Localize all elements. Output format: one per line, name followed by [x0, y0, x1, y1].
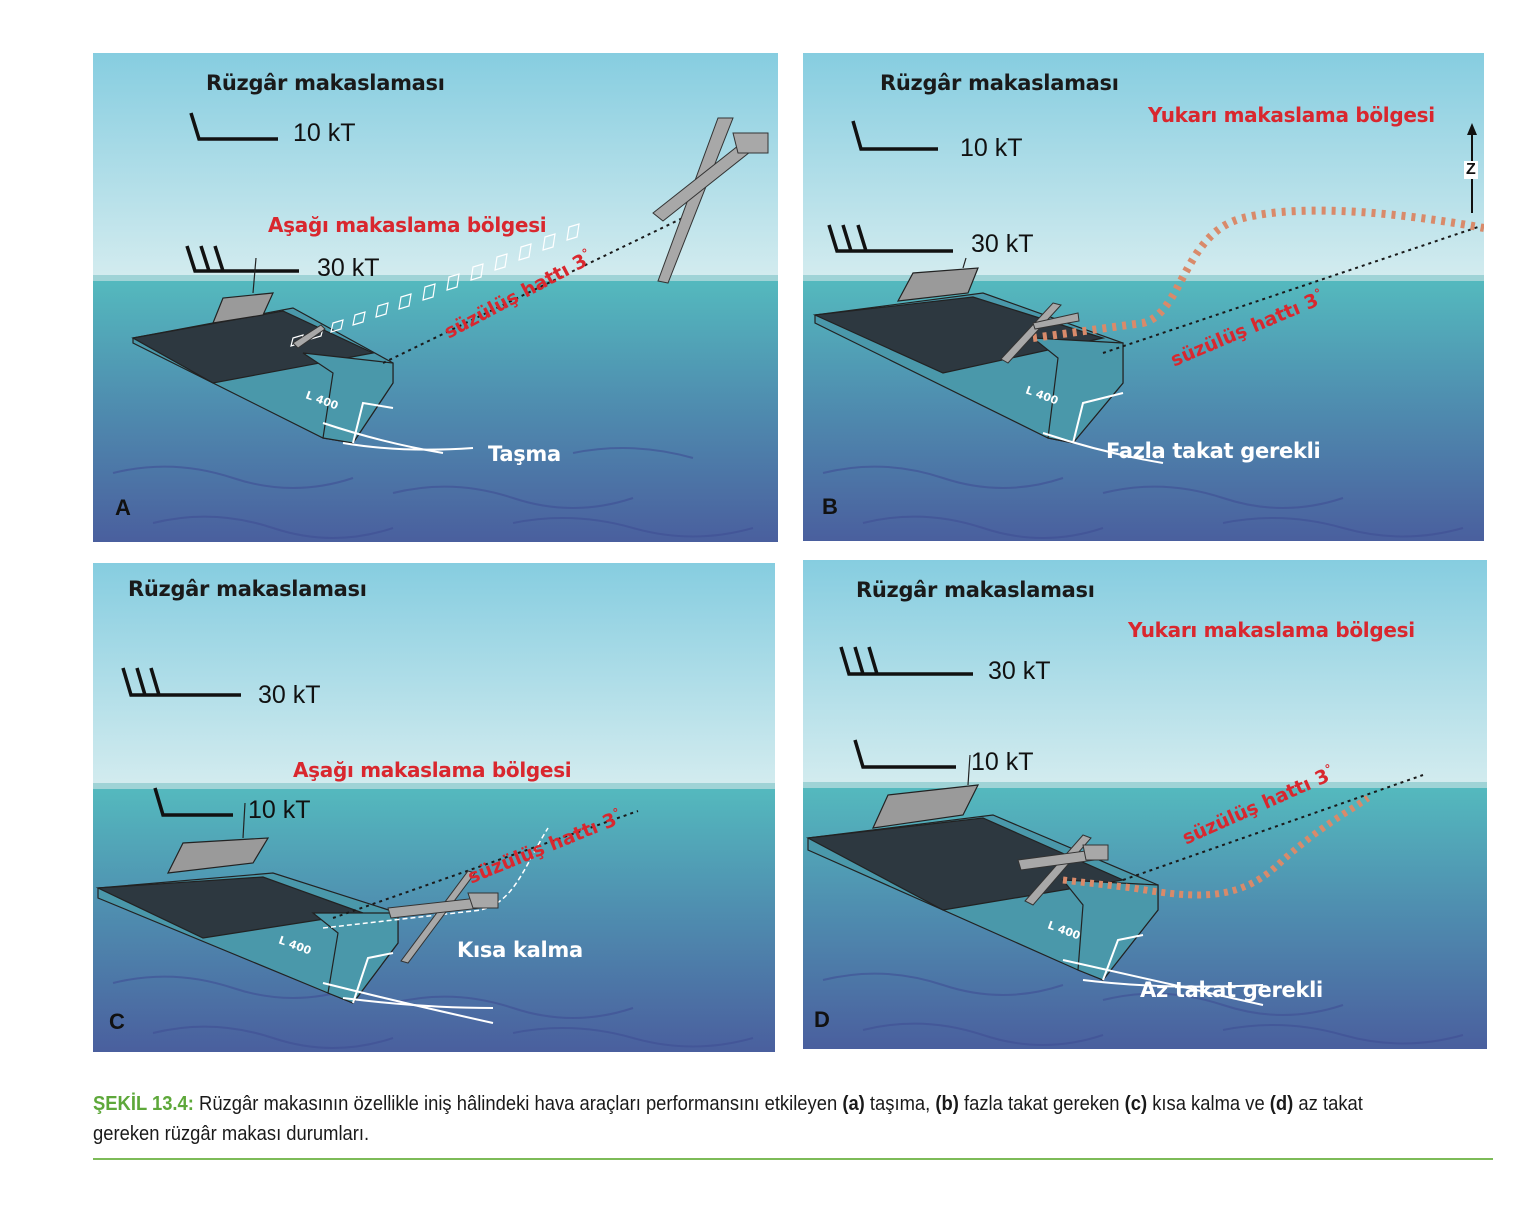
caption-marker-c: (c)	[1124, 1093, 1148, 1115]
sky	[93, 563, 775, 789]
panel-letter: A	[115, 495, 131, 520]
outcome-label: Az takat gerekli	[1140, 978, 1323, 1002]
scene-d	[803, 560, 1487, 1049]
panel-b: Rüzgâr makaslaması Yukarı makaslama bölg…	[803, 53, 1484, 541]
wake	[1042, 392, 1164, 464]
ship	[812, 257, 1124, 444]
figure-number: ŞEKİL 13.4:	[93, 1093, 194, 1115]
ship	[95, 802, 399, 1004]
horizon-band	[803, 782, 1487, 790]
panel-letter: C	[109, 1009, 125, 1034]
caption-marker-d: (d)	[1269, 1093, 1294, 1115]
scene-a	[93, 53, 778, 542]
wake	[322, 952, 494, 1024]
caption-text: fazla takat gereken	[958, 1093, 1125, 1115]
wind-barb-upper	[851, 120, 938, 151]
horizon-band	[93, 783, 775, 791]
wind-barb-lower	[853, 739, 956, 769]
upper-wind-speed: 10 kT	[960, 134, 1023, 162]
caption-text: Rüzgâr makasının özellikle iniş hâlindek…	[193, 1093, 843, 1115]
panel-title: Rüzgâr makaslaması	[206, 71, 445, 95]
wake	[322, 401, 474, 454]
panel-c: Rüzgâr makaslaması 30 kT Aşağı makaslama…	[93, 563, 775, 1052]
lower-wind-speed: 30 kT	[971, 230, 1034, 258]
caption-text: az takat gereken rüzgâr makası durumları…	[93, 1093, 1363, 1145]
sky	[93, 53, 778, 281]
outcome-label: Taşma	[488, 442, 561, 466]
lower-wind-speed: 30 kT	[317, 254, 380, 282]
caption-text: kısa kalma ve	[1147, 1093, 1270, 1115]
drone	[1017, 834, 1109, 906]
caption-marker-b: (b)	[935, 1093, 959, 1115]
lower-wind-speed: 10 kT	[248, 796, 311, 824]
glide-slope-line	[332, 810, 639, 919]
wind-barb-upper	[839, 646, 973, 676]
panel-d: Rüzgâr makaslaması Yukarı makaslama bölg…	[803, 560, 1487, 1049]
shear-zone-label: Aşağı makaslama bölgesi	[293, 758, 572, 782]
panel-title: Rüzgâr makaslaması	[128, 577, 367, 601]
wake	[1062, 934, 1264, 1006]
scene-b	[803, 53, 1484, 541]
wind-barb-lower	[185, 245, 299, 273]
upper-wind-speed: 30 kT	[258, 681, 321, 709]
panel-title: Rüzgâr makaslaması	[880, 71, 1119, 95]
waves	[112, 975, 754, 1049]
panel-letter: D	[814, 1007, 830, 1032]
ship	[131, 257, 394, 444]
shear-zone-label: Aşağı makaslama bölgesi	[268, 213, 547, 237]
waves	[822, 465, 1464, 539]
shear-zone-label: Yukarı makaslama bölgesi	[1148, 103, 1435, 127]
horizon-band	[803, 275, 1484, 283]
z-axis-arrowhead	[1467, 123, 1477, 135]
wind-barb-upper	[189, 112, 278, 141]
flight-path	[1032, 206, 1484, 342]
figure-caption: ŞEKİL 13.4: Rüzgâr makasının özellikle i…	[93, 1089, 1381, 1149]
panel-letter: B	[822, 494, 838, 519]
wind-barb-upper	[121, 667, 241, 697]
drone	[292, 117, 769, 349]
caption-marker-a: (a)	[842, 1093, 865, 1115]
drone	[1000, 302, 1080, 364]
horizon-band	[93, 275, 778, 283]
flight-path	[322, 827, 549, 929]
waves	[822, 972, 1464, 1046]
wind-barb-lower	[153, 787, 233, 817]
sea	[93, 281, 778, 542]
panel-title: Rüzgâr makaslaması	[856, 578, 1095, 602]
glide-slope-line	[382, 212, 694, 364]
caption-text: taşıma,	[864, 1093, 936, 1115]
scene-c	[93, 563, 775, 1052]
outcome-label: Fazla takat gerekli	[1106, 439, 1321, 463]
shear-zone-label: Yukarı makaslama bölgesi	[1128, 618, 1415, 642]
drone	[387, 870, 499, 964]
outcome-label: Kısa kalma	[457, 938, 583, 962]
waves	[112, 447, 754, 539]
upper-wind-speed: 10 kT	[293, 119, 356, 147]
caption-divider	[93, 1158, 1493, 1160]
sky	[803, 53, 1484, 281]
wind-barb-lower	[827, 224, 953, 253]
upper-wind-speed: 30 kT	[988, 657, 1051, 685]
z-axis-label: Z	[1464, 161, 1478, 179]
panel-a: Rüzgâr makaslaması 10 kT Aşağı makaslama…	[93, 53, 778, 542]
lower-wind-speed: 10 kT	[971, 748, 1034, 776]
